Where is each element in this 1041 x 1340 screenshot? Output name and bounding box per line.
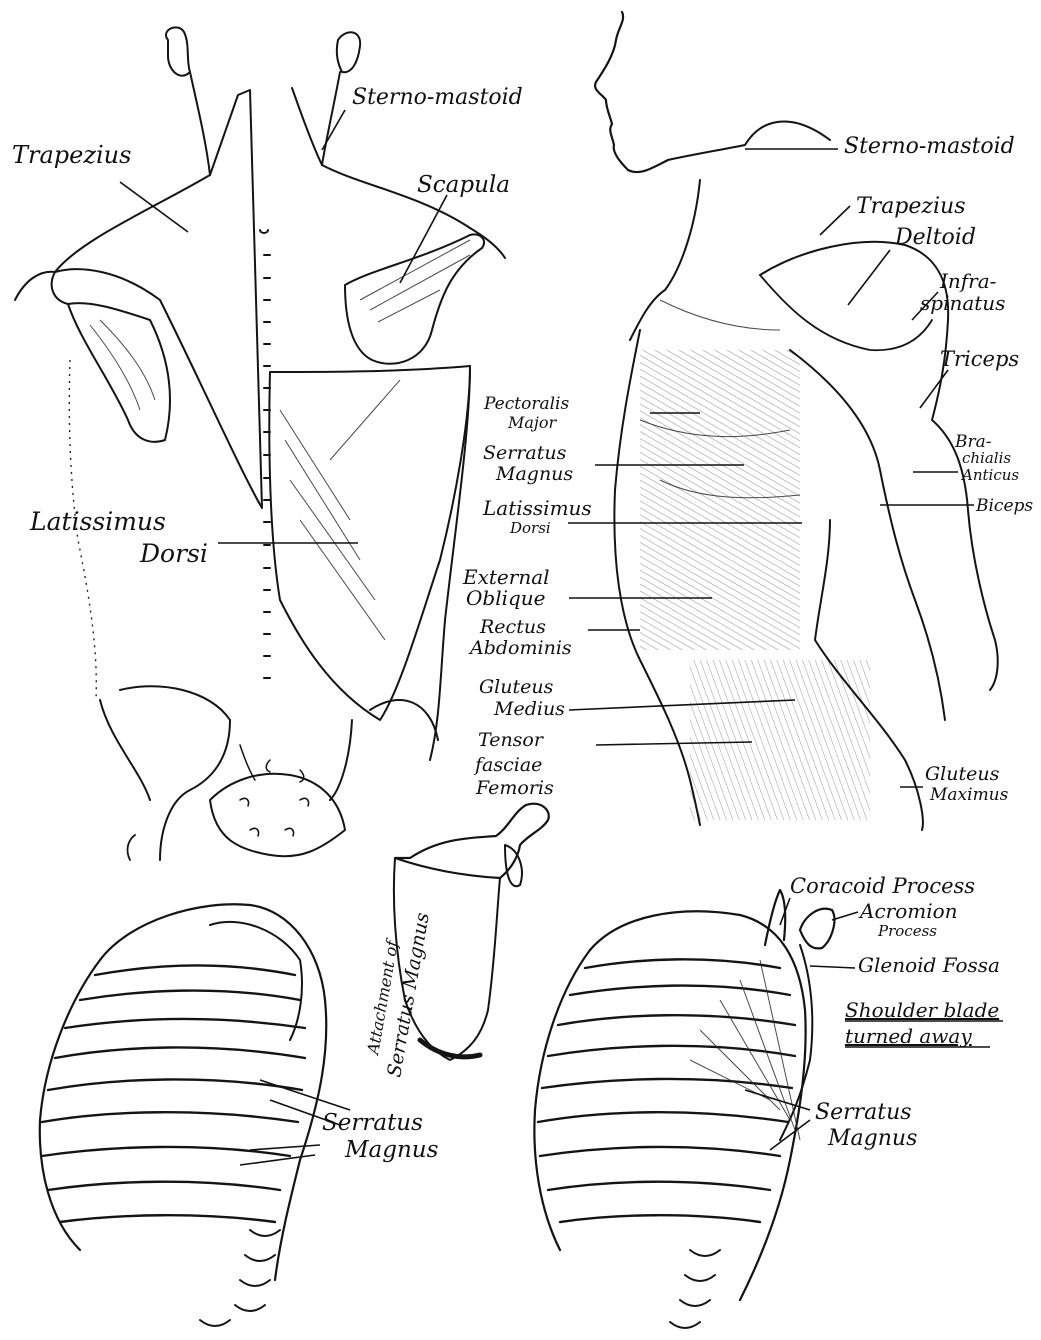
label-tensor-2: fasciae [473, 754, 542, 776]
label-sterno-mastoid-back: Sterno-mastoid [352, 85, 523, 110]
label-serratus-left-1: Serratus [322, 1110, 423, 1136]
label-gluteus-maximus-1: Gluteus [925, 763, 1000, 785]
label-pectoralis-2: Major [507, 413, 558, 432]
label-external-oblique-2: Oblique [466, 586, 546, 610]
label-gluteus-medius-1: Gluteus [479, 676, 554, 698]
label-brachialis-2: chialis [962, 449, 1011, 467]
label-brachialis-3: Anticus [960, 466, 1019, 484]
label-coracoid-process: Coracoid Process [790, 874, 975, 898]
label-infraspinatus-2: spinatus [920, 291, 1005, 315]
label-acromion-2: Process [877, 922, 937, 940]
label-latissimus-side-2: Dorsi [509, 519, 551, 537]
label-rectus-2: Abdominis [468, 637, 572, 659]
label-gluteus-maximus-2: Maximus [929, 785, 1009, 805]
label-infraspinatus-1: Infra- [939, 269, 997, 293]
ribcage-right-figure [534, 890, 858, 1328]
label-shoulder-blade-1: Shoulder blade [845, 998, 999, 1022]
label-acromion-1: Acromion [858, 899, 958, 923]
label-glenoid-fossa: Glenoid Fossa [858, 953, 1000, 977]
label-latissimus-back: Latissimus [29, 507, 166, 536]
label-trapezius-side: Trapezius [856, 194, 966, 219]
label-serratus-right-1: Serratus [815, 1100, 912, 1125]
label-sterno-mastoid-side: Sterno-mastoid [844, 134, 1015, 159]
label-serratus-left-2: Magnus [344, 1137, 439, 1163]
label-trapezius-back: Trapezius [12, 141, 131, 169]
label-serratus-side-1: Serratus [483, 442, 567, 464]
label-latissimus-side-1: Latissimus [482, 496, 592, 520]
label-pectoralis-1: Pectoralis [483, 394, 569, 414]
label-serratus-right-2: Magnus [827, 1126, 917, 1151]
label-dorsi-back: Dorsi [139, 539, 208, 568]
label-biceps: Biceps [975, 496, 1033, 516]
label-serratus-side-2: Magnus [495, 463, 573, 485]
label-scapula: Scapula [417, 172, 510, 198]
ribcage-left-figure [40, 904, 350, 1326]
label-triceps: Triceps [940, 347, 1019, 371]
label-rectus-1: Rectus [479, 616, 546, 638]
label-gluteus-medius-2: Medius [493, 698, 565, 720]
labels: Trapezius Sterno-mastoid Scapula Latissi… [12, 85, 1033, 1163]
label-tensor-3: Femoris [475, 777, 554, 799]
label-shoulder-blade-2: turned away [845, 1024, 972, 1048]
label-deltoid: Deltoid [894, 225, 976, 250]
label-tensor-1: Tensor [478, 729, 545, 751]
